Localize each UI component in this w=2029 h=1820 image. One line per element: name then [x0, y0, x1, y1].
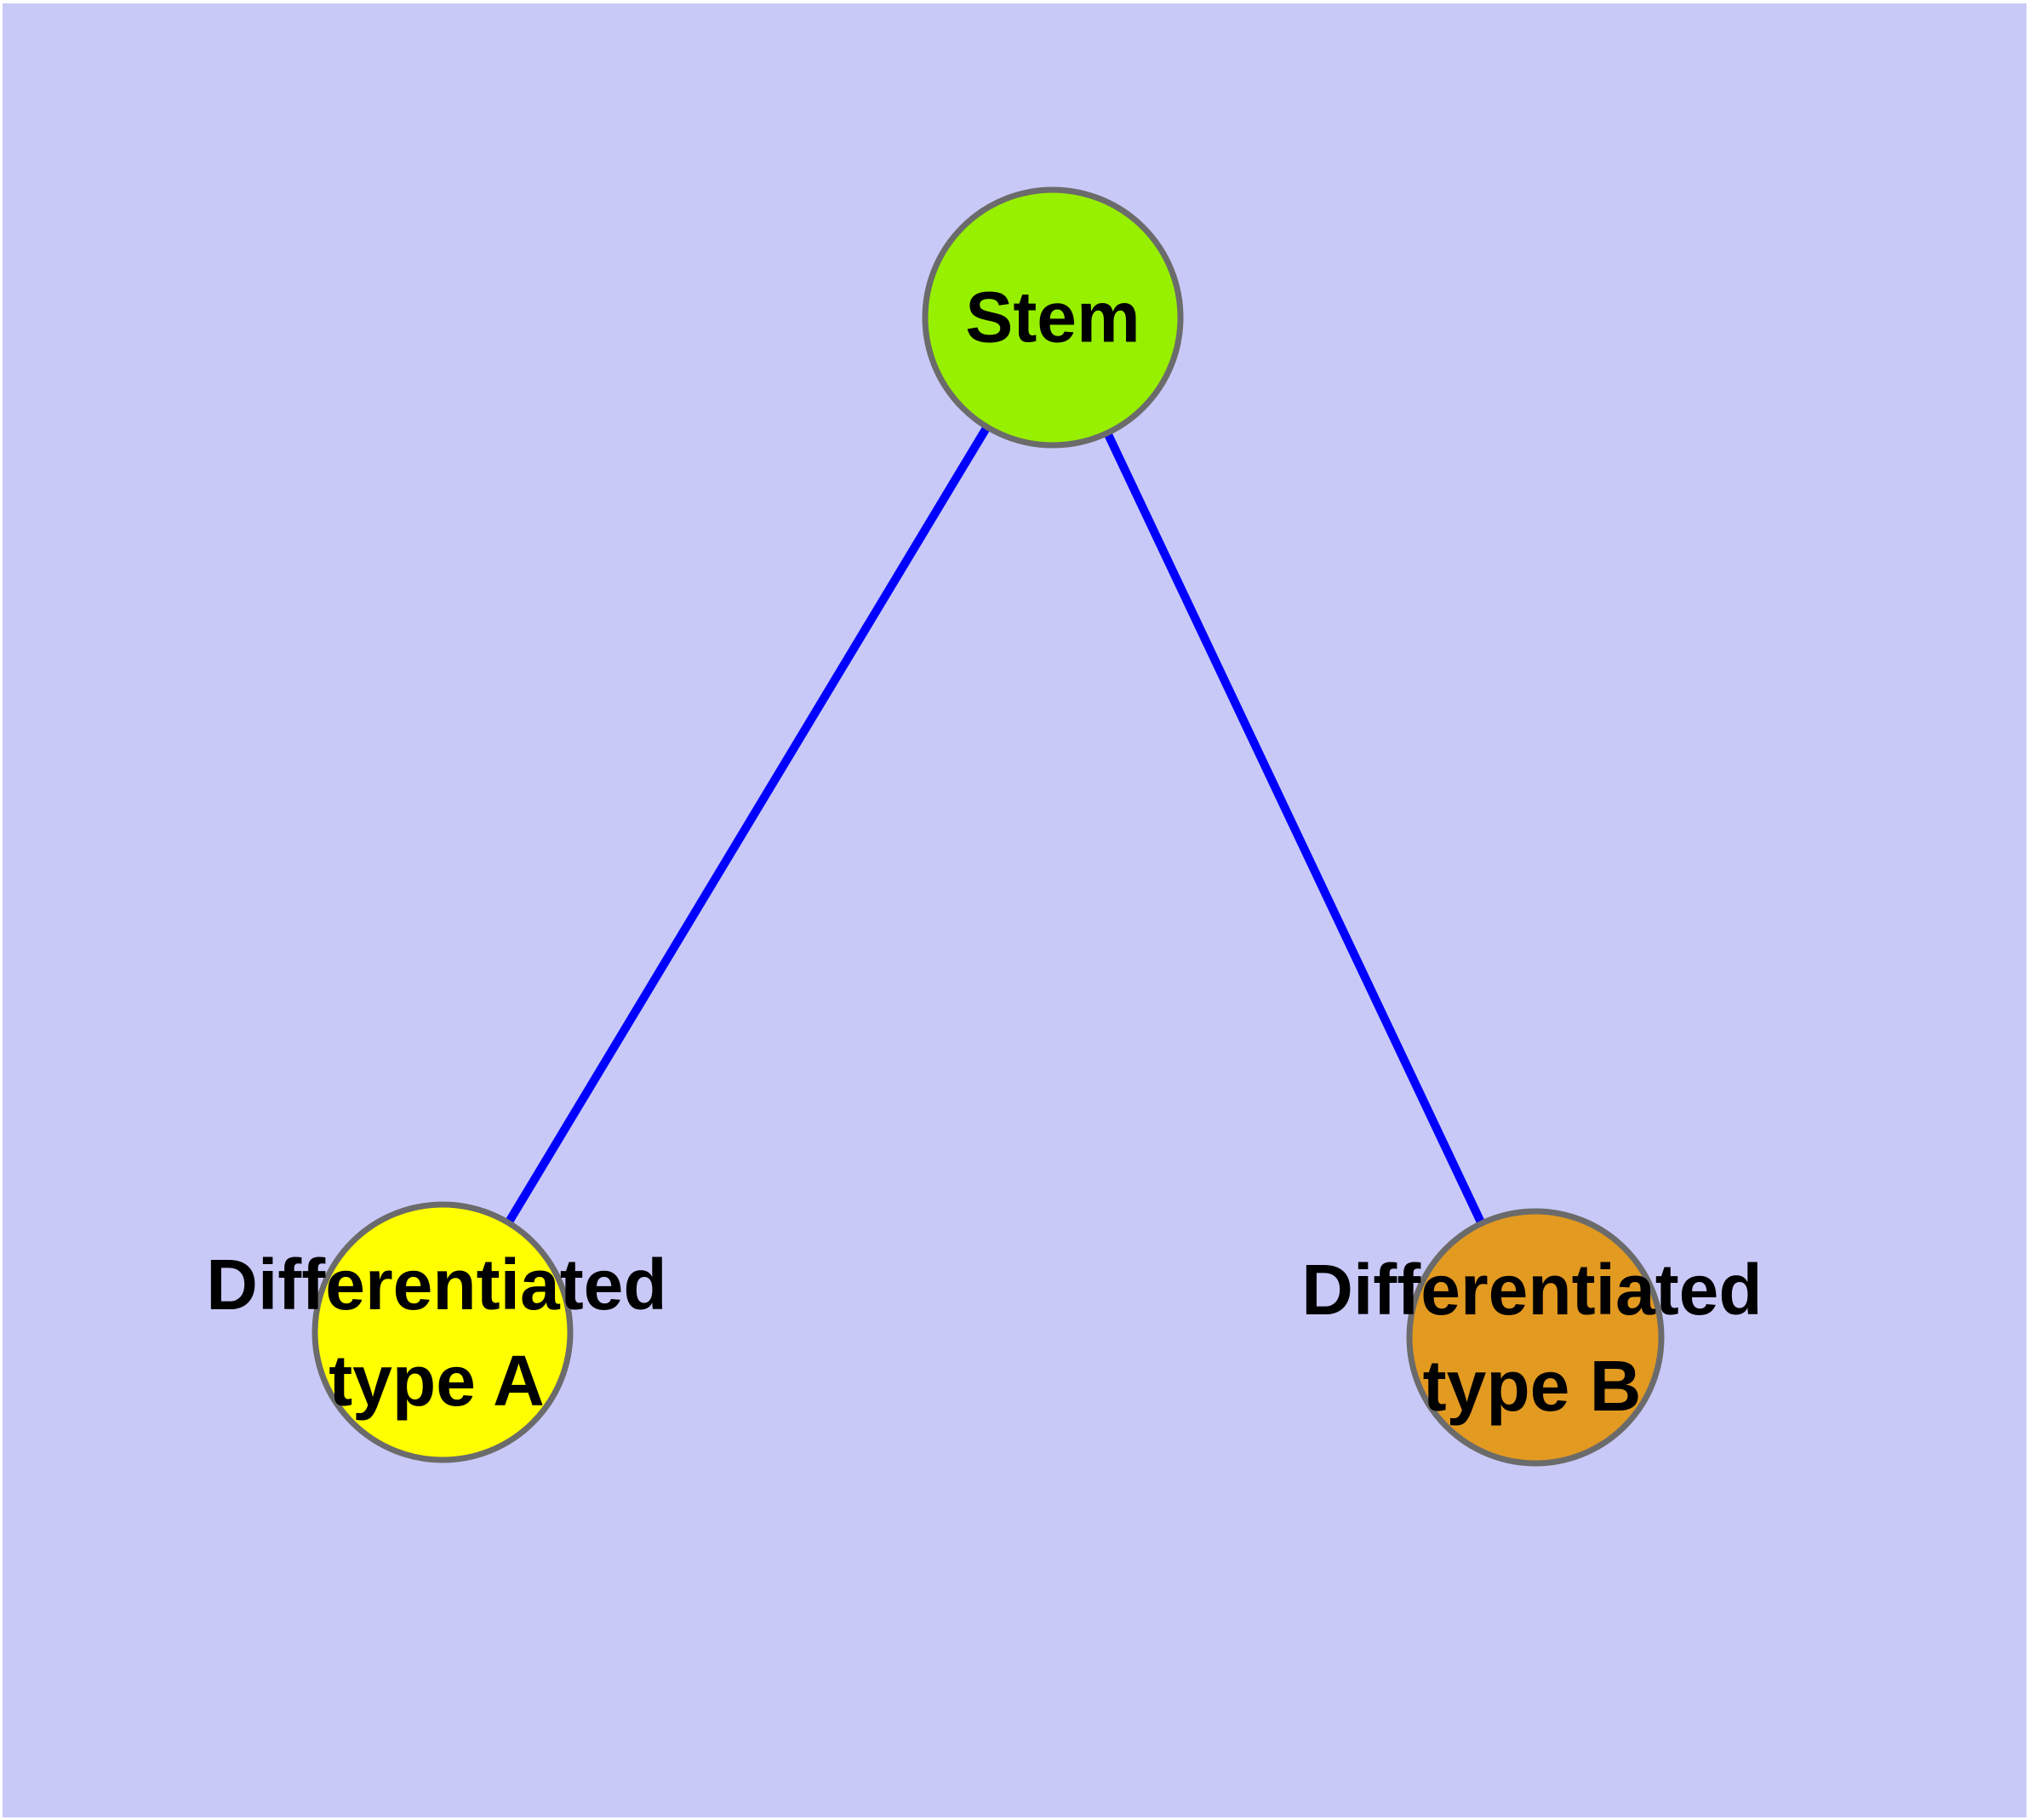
- node-stem-circle: [922, 186, 1184, 449]
- edge-stem-to-type-b: [1049, 315, 1540, 1340]
- node-type-b-circle: [1406, 1208, 1665, 1467]
- edge-stem-to-type-a: [438, 315, 1057, 1335]
- node-type-a-circle: [311, 1201, 574, 1463]
